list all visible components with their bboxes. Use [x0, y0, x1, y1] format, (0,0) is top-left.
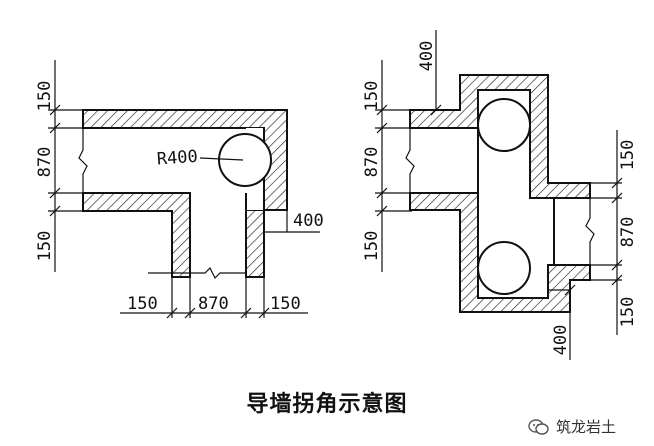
dim-bottom-150-right: 150 [270, 294, 301, 314]
dim-right-left-870: 870 [362, 147, 382, 178]
diagram-caption: 导墙拐角示意图 [246, 392, 408, 417]
right-corner-diagram [405, 74, 595, 313]
dim-bottom-870: 870 [198, 294, 229, 314]
dim-left-offset-400: 400 [293, 211, 324, 231]
dim-right-left-150-top: 150 [362, 81, 382, 112]
dim-right-left-150-bot: 150 [362, 231, 382, 262]
right-top-offset [430, 30, 460, 116]
right-circle-top [477, 98, 531, 152]
radius-label: R400 [156, 147, 198, 170]
dim-bottom-150-left: 150 [127, 294, 158, 314]
break-line-right-right [585, 198, 595, 265]
left-dims-vertical [48, 60, 85, 272]
dim-right-right-870: 870 [618, 217, 638, 248]
left-wall-right [245, 209, 265, 278]
offset-dim [263, 210, 320, 233]
right-right-dims [588, 130, 623, 335]
left-circle [218, 133, 272, 187]
left-wall-mid [82, 192, 191, 278]
dim-left-top-150: 150 [35, 81, 55, 112]
dim-right-top-400: 400 [417, 41, 437, 72]
right-bottom-offset [548, 284, 576, 360]
wechat-icon [528, 418, 549, 435]
dim-left-mid-870: 870 [35, 147, 55, 178]
dim-right-right-150-bot: 150 [618, 297, 638, 328]
right-left-dims [375, 60, 412, 272]
left-corner-diagram [78, 109, 288, 280]
watermark: 筑龙岩土 [528, 416, 616, 437]
break-line-left [78, 128, 88, 193]
left-dims-horizontal [120, 277, 308, 319]
watermark-text: 筑龙岩土 [556, 418, 617, 436]
break-line-bottom [148, 266, 245, 280]
right-circle-bottom [477, 241, 531, 295]
dim-right-bottom-400: 400 [551, 325, 571, 356]
radius-leader [199, 157, 244, 161]
dim-right-right-150-top: 150 [618, 140, 638, 171]
break-line-right-left [405, 128, 415, 193]
dim-left-bot-150: 150 [35, 231, 55, 262]
